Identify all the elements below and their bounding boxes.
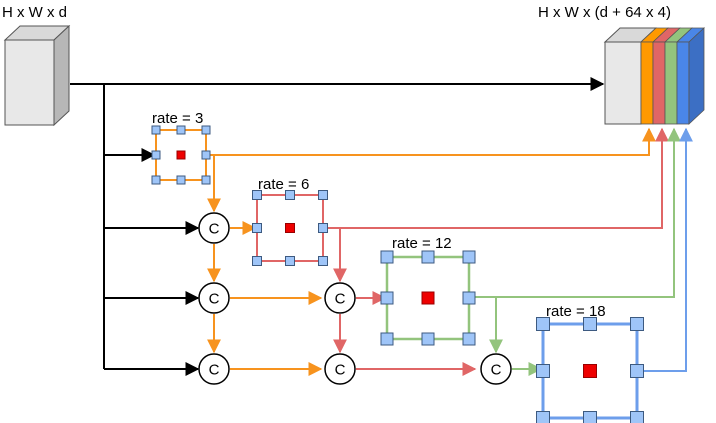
kernel-cell <box>583 317 597 331</box>
concat-node: C <box>324 282 356 314</box>
kernel-cell <box>421 332 435 346</box>
kernel-rate-3 <box>151 125 211 185</box>
kernel-cell <box>318 256 328 266</box>
blue-connections <box>637 127 693 372</box>
concat-node-label: C <box>335 362 346 379</box>
concat-node-label: C <box>209 291 220 308</box>
rate-3-label: rate = 3 <box>152 110 203 127</box>
kernel-cell <box>252 223 262 233</box>
kernel-cell <box>252 190 262 200</box>
kernel-center-cell <box>176 150 186 160</box>
kernel-cell <box>285 256 295 266</box>
kernel-rate-18 <box>536 317 644 423</box>
kernel-cell <box>462 332 476 346</box>
kernel-center-cell <box>421 291 435 305</box>
kernel-cell <box>462 250 476 264</box>
rate-12-label: rate = 12 <box>392 235 452 252</box>
kernel-cell <box>151 175 161 185</box>
concat-node: C <box>198 353 230 385</box>
kernel-cell <box>380 250 394 264</box>
kernel-cell <box>630 317 644 331</box>
kernel-cell <box>201 150 211 160</box>
kernel-center-cell <box>583 364 597 378</box>
kernel-cell <box>201 125 211 135</box>
concat-node: C <box>480 353 512 385</box>
concat-node: C <box>324 353 356 385</box>
kernel-cell <box>536 364 550 378</box>
kernel-cell <box>285 190 295 200</box>
concat-node: C <box>198 282 230 314</box>
kernel-cell <box>421 250 435 264</box>
kernel-cell <box>380 332 394 346</box>
rate-18-label: rate = 18 <box>546 303 606 320</box>
output-slice-green <box>664 41 678 125</box>
kernel-cell <box>201 175 211 185</box>
output-feature-stack <box>603 27 706 125</box>
input-dimension-label: H x W x d <box>2 4 67 21</box>
concat-node-label: C <box>335 291 346 308</box>
kernel-cell <box>151 125 161 135</box>
kernel-cell <box>318 223 328 233</box>
kernel-cell <box>176 125 186 135</box>
dilated-kernels <box>151 125 644 423</box>
concat-node-label: C <box>491 362 502 379</box>
kernel-cell <box>318 190 328 200</box>
concat-node-label: C <box>209 362 220 379</box>
output-slice-red <box>652 41 666 125</box>
kernel-center-cell <box>285 223 295 233</box>
kernel-cell <box>630 411 644 423</box>
kernel-cell <box>462 291 476 305</box>
red-connections <box>323 127 669 376</box>
kernel-rate-12 <box>380 250 476 346</box>
input-skip-connections <box>70 77 605 376</box>
output-slice-blue <box>676 41 690 125</box>
input-feature-cube <box>3 24 71 127</box>
rate-6-label: rate = 6 <box>258 176 309 193</box>
kernel-cell <box>536 411 550 423</box>
kernel-cell <box>583 411 597 423</box>
concat-node: C <box>198 212 230 244</box>
orange-connections <box>206 127 656 376</box>
kernel-rate-6 <box>252 190 328 266</box>
output-dimension-label: H x W x (d + 64 x 4) <box>538 4 671 21</box>
kernel-cell <box>536 317 550 331</box>
kernel-cell <box>176 175 186 185</box>
kernel-cell <box>630 364 644 378</box>
concat-node-label: C <box>209 221 220 238</box>
kernel-cell <box>380 291 394 305</box>
kernel-cell <box>252 256 262 266</box>
kernel-cell <box>151 150 161 160</box>
output-slice-orange <box>640 41 654 125</box>
